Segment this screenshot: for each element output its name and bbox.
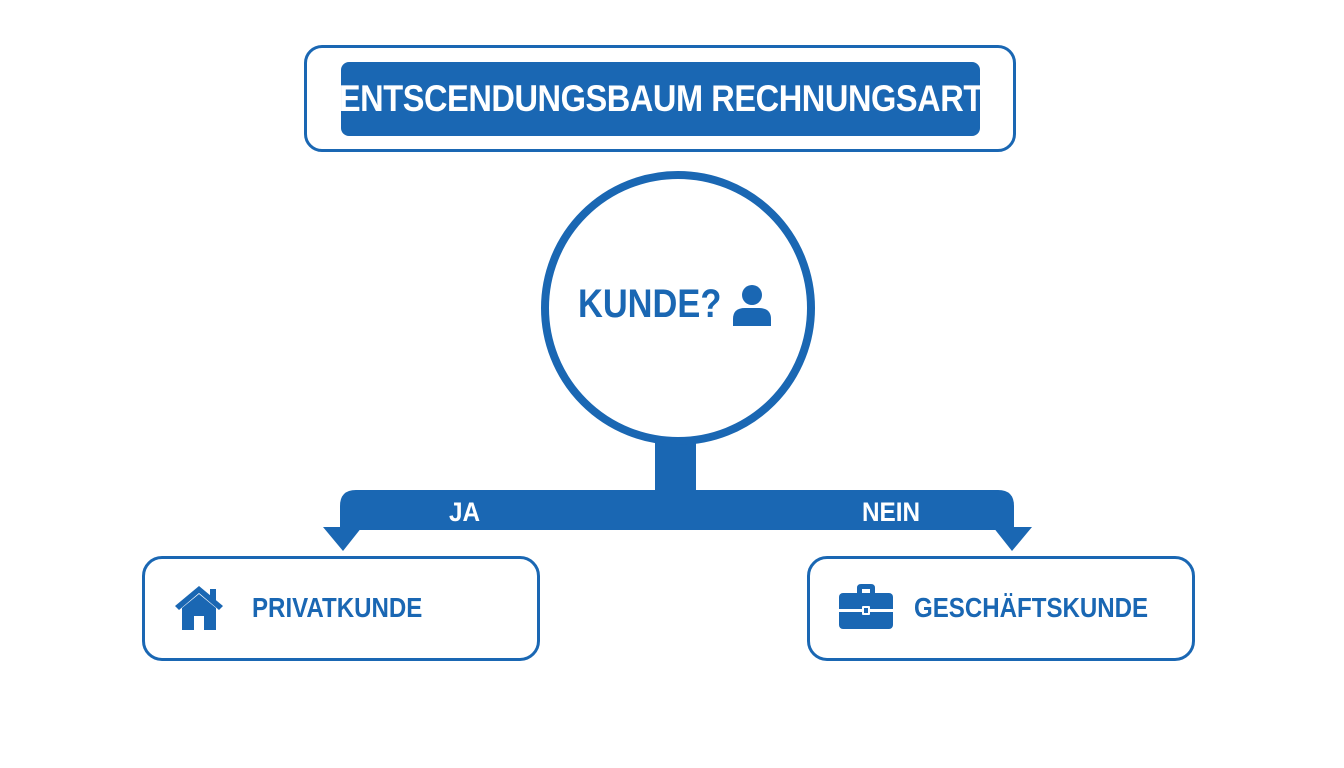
question-node [541,171,815,445]
result-label-geschaeftskunde: GESCHÄFTSKUNDE [914,592,1149,623]
left-arrowhead [323,527,362,551]
title-bar: ENTSCENDUNGSBAUM RECHNUNGSART [338,62,983,136]
briefcase-icon [839,584,893,629]
diagram-title: ENTSCENDUNGSBAUM RECHNUNGSART [338,78,983,119]
house-icon [175,586,223,630]
question-label: KUNDE? [578,282,722,326]
branch-label-yes: JA [449,497,481,527]
branch-bar [340,490,1014,530]
person-icon [733,285,771,326]
right-arrowhead [993,527,1032,551]
branch-label-no: NEIN [862,497,921,527]
result-label-privatkunde: PRIVATKUNDE [252,592,423,623]
